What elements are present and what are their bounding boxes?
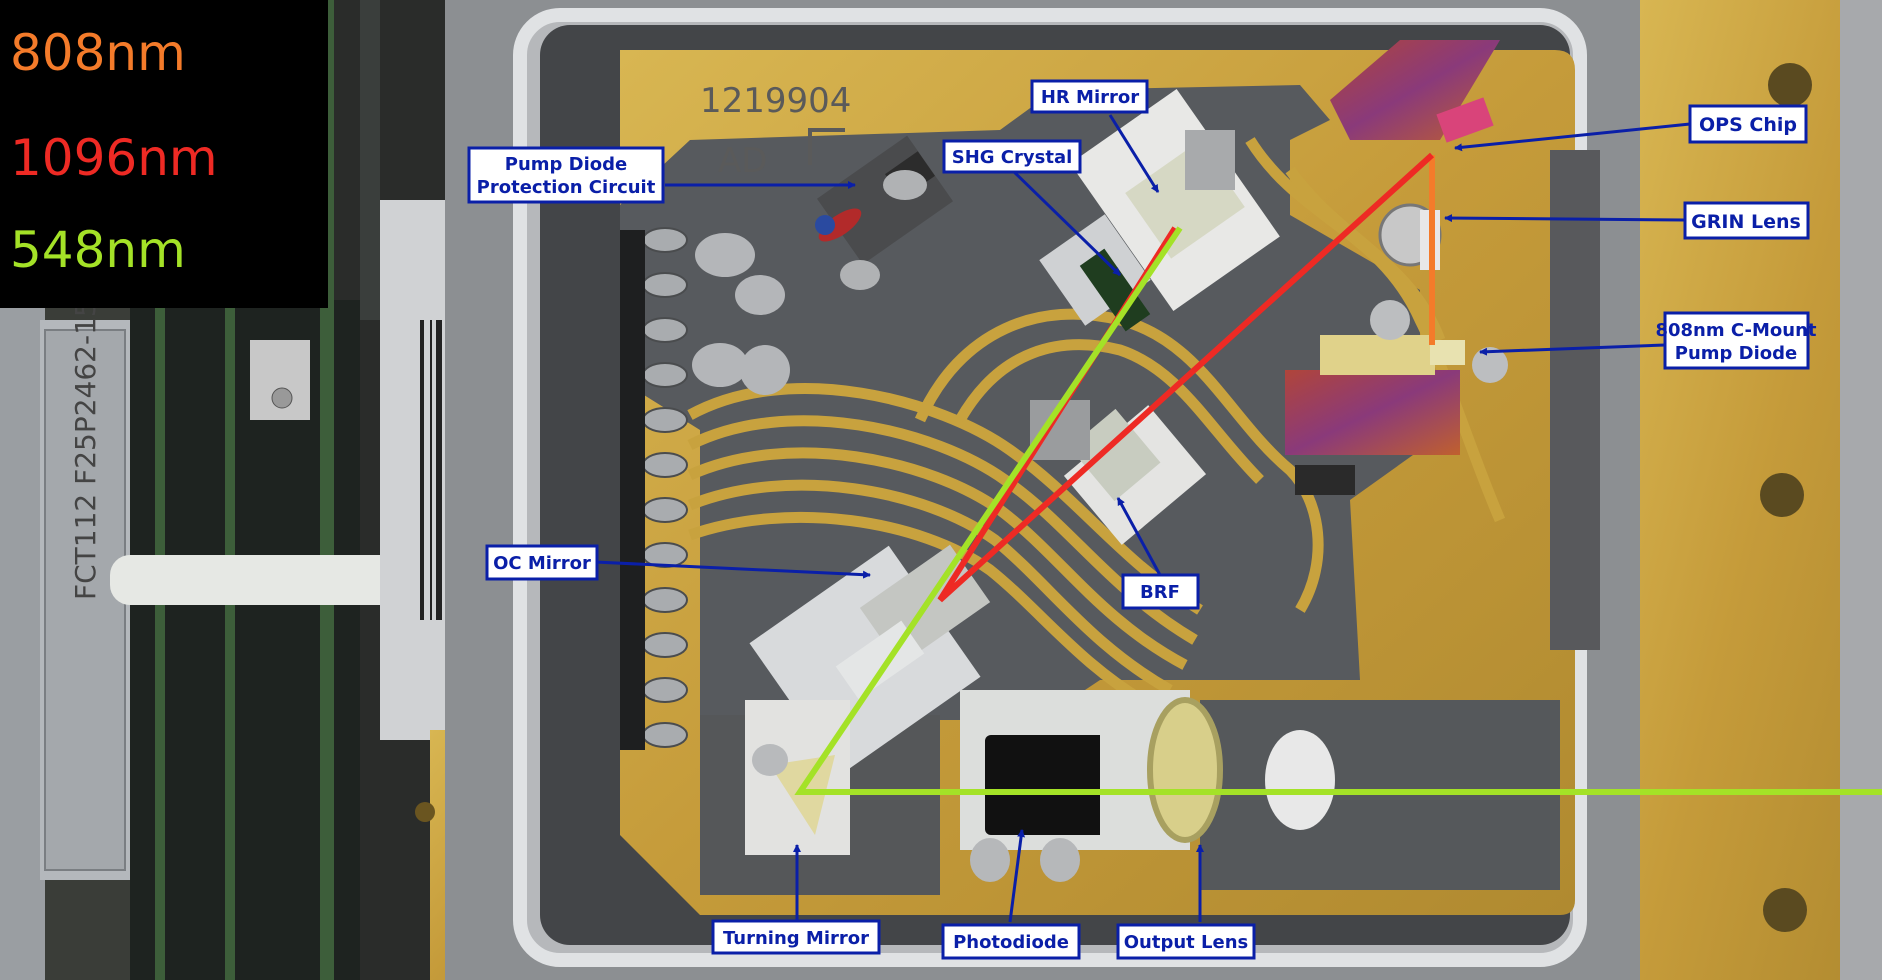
- label-hr-mirror: HR Mirror: [1030, 79, 1149, 114]
- legend: 808nm 1096nm 548nm: [0, 0, 328, 308]
- leader-pump: [1479, 343, 1666, 356]
- svg-text:BRF: BRF: [1140, 582, 1180, 603]
- leader-oc: [594, 560, 871, 579]
- svg-text:808nm C-Mount: 808nm C-Mount: [1655, 320, 1816, 341]
- left-connector-shell: [0, 300, 45, 980]
- label-shg-crystal: SHG Crystal: [942, 139, 1082, 174]
- callout-labels: Pump Diode Protection Circuit SHG Crysta…: [467, 79, 1817, 960]
- label-oc-mirror: OC Mirror: [485, 544, 599, 581]
- protection-circuit: [815, 135, 953, 290]
- legend-background: [0, 0, 328, 308]
- beam-548nm: [794, 226, 1882, 795]
- green-strip-2: [225, 300, 235, 980]
- svg-text:Pump Diode: Pump Diode: [505, 154, 627, 175]
- nylon-standoff: [110, 555, 400, 605]
- revision-mark: AD: [718, 141, 767, 181]
- beam-paths: [794, 152, 1882, 795]
- solder-blobs: [692, 233, 790, 395]
- label-turning-mirror: Turning Mirror: [711, 919, 881, 955]
- side-marking: FCT112 F25P2462-159: [69, 281, 102, 600]
- etched-right: [1550, 150, 1600, 650]
- label-photodiode: Photodiode: [941, 923, 1081, 960]
- svg-text:Protection Circuit: Protection Circuit: [477, 177, 656, 198]
- corner-mark: [808, 128, 845, 165]
- ribbon-connector: [360, 0, 380, 320]
- svg-text:Pump Diode: Pump Diode: [1675, 343, 1797, 364]
- svg-text:GRIN Lens: GRIN Lens: [1691, 211, 1801, 233]
- leader-shg: [1008, 166, 1122, 277]
- label-pump-diode: 808nm C-Mount Pump Diode: [1655, 311, 1817, 370]
- green-strip-1: [155, 300, 165, 980]
- svg-text:Turning Mirror: Turning Mirror: [723, 928, 869, 949]
- gold-traces: [687, 137, 1506, 710]
- label-brf: BRF: [1121, 573, 1200, 610]
- turning-mirror-assembly: [745, 700, 850, 855]
- svg-text:HR Mirror: HR Mirror: [1041, 87, 1139, 108]
- pot-screw: [271, 387, 293, 409]
- hr-mirror-assembly: [1039, 88, 1280, 332]
- leader-hr: [1108, 114, 1160, 193]
- legend-item-548nm: 548nm: [10, 221, 186, 279]
- mount-hole-3: [1763, 888, 1807, 932]
- mount-hole-1: [1768, 63, 1812, 107]
- pad-2: [415, 802, 435, 822]
- legend-item-808nm: 808nm: [10, 24, 186, 82]
- legend-item-1096nm: 1096nm: [10, 129, 218, 187]
- label-grin-lens: GRIN Lens: [1683, 201, 1810, 240]
- label-pump-diode-protection: Pump Diode Protection Circuit: [467, 146, 665, 204]
- svg-text:OC Mirror: OC Mirror: [493, 553, 591, 574]
- leader-ops: [1454, 122, 1691, 152]
- leader-photodiode: [1008, 829, 1026, 923]
- svg-text:SHG Crystal: SHG Crystal: [952, 147, 1073, 168]
- leader-grin: [1444, 214, 1686, 223]
- leader-lines: [594, 114, 1691, 923]
- svg-text:Output Lens: Output Lens: [1124, 932, 1249, 953]
- output-lens-assembly: [1147, 697, 1335, 843]
- part-number: 1219904: [700, 81, 851, 121]
- feedthrough-pins: [620, 227, 688, 750]
- leader-brf: [1116, 497, 1162, 576]
- right-edge-metal: [1840, 0, 1882, 980]
- pump-diode-assembly: [1285, 300, 1508, 495]
- svg-text:OPS Chip: OPS Chip: [1699, 114, 1797, 136]
- svg-text:Photodiode: Photodiode: [953, 932, 1069, 953]
- label-ops-chip: OPS Chip: [1688, 104, 1808, 144]
- mount-hole-2: [1760, 473, 1804, 517]
- label-output-lens: Output Lens: [1116, 923, 1256, 960]
